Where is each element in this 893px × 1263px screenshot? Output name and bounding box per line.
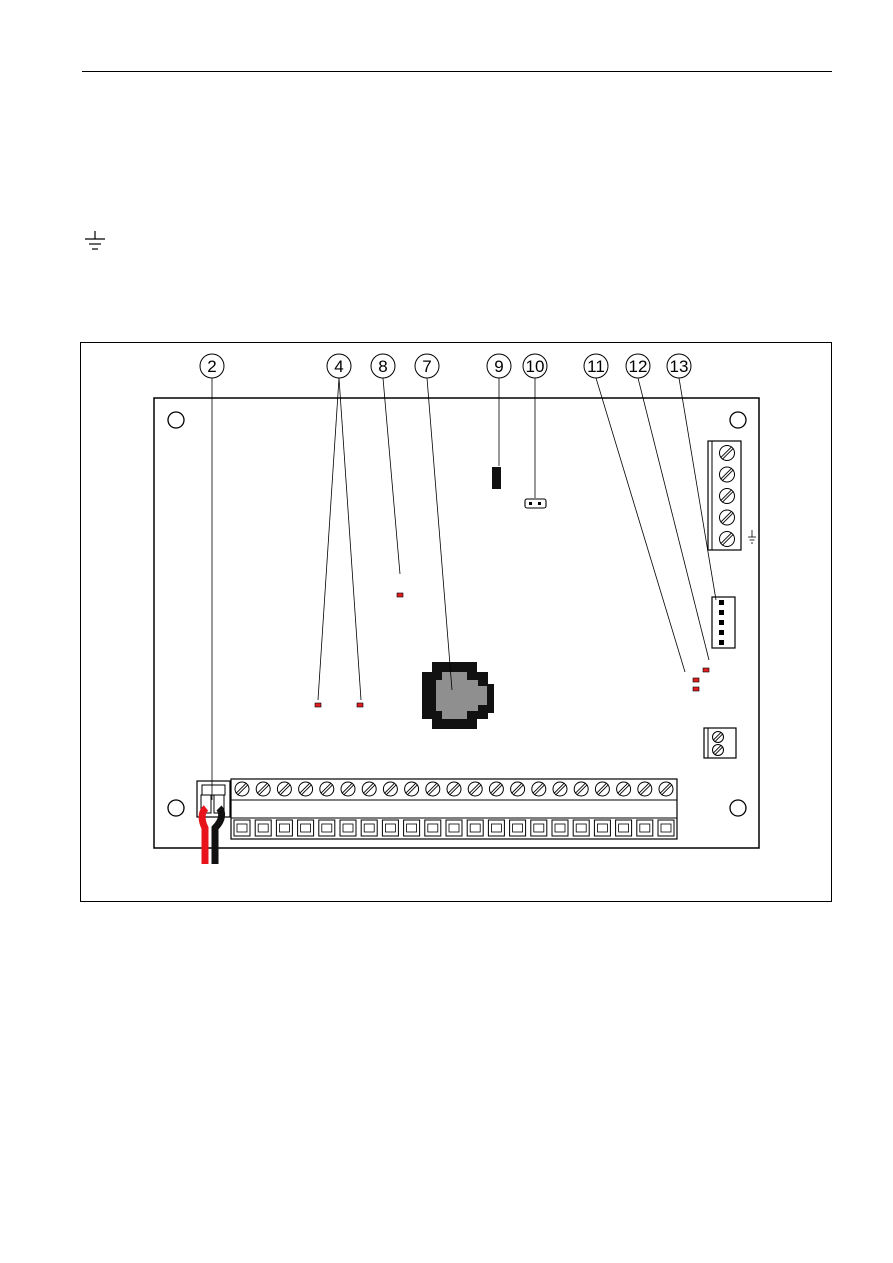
- svg-text:8: 8: [378, 357, 387, 376]
- screw-terminal-icon: [573, 781, 589, 797]
- led-indicator: [356, 702, 364, 708]
- svg-text:2: 2: [207, 357, 216, 376]
- screw-terminal-icon: [712, 731, 724, 743]
- small-terminal-block: [703, 727, 737, 759]
- svg-text:10: 10: [526, 357, 545, 376]
- mounting-hole: [167, 799, 185, 817]
- mounting-hole: [729, 411, 747, 429]
- screw-terminal-icon: [719, 509, 735, 526]
- header-rule: [82, 71, 832, 72]
- screw-terminal-icon: [719, 466, 735, 483]
- svg-text:12: 12: [629, 357, 648, 376]
- led-indicator: [314, 702, 322, 708]
- screw-terminal-icon: [594, 781, 610, 797]
- screw-terminal-icon: [719, 445, 735, 461]
- screw-terminal-icon: [467, 781, 483, 797]
- jumper: [492, 467, 501, 489]
- pcb-board: [153, 397, 760, 849]
- figure-frame: [80, 342, 832, 902]
- callout-11: 11: [583, 353, 609, 379]
- mounting-hole: [167, 411, 185, 429]
- svg-text:7: 7: [422, 357, 431, 376]
- screw-terminal-icon: [488, 781, 504, 797]
- screw-terminal-icon: [658, 781, 674, 797]
- callout-10: 10: [522, 353, 548, 379]
- screw-terminal-icon: [510, 781, 526, 797]
- screw-terminal-icon: [255, 781, 271, 797]
- led-indicator: [702, 667, 710, 673]
- callout-2: 2: [199, 353, 225, 379]
- mounting-hole: [729, 799, 747, 817]
- ground-icon: [85, 231, 105, 250]
- callout-7: 7: [414, 353, 440, 379]
- screw-terminal-icon: [719, 488, 735, 504]
- screw-terminal-icon: [340, 781, 356, 797]
- screw-terminal-icon: [361, 781, 377, 797]
- screw-terminal-icon: [298, 781, 314, 797]
- callout-9: 9: [486, 353, 512, 379]
- svg-text:4: 4: [334, 357, 343, 376]
- red-wire: [198, 805, 209, 864]
- pin-header-connector: [711, 596, 736, 649]
- callout-4: 4: [326, 353, 352, 379]
- screw-terminal-icon: [712, 744, 724, 756]
- ground-icon: [748, 530, 756, 544]
- led-indicator: [692, 677, 700, 683]
- callout-12: 12: [625, 353, 651, 379]
- screw-terminal-icon: [552, 781, 568, 797]
- svg-text:9: 9: [494, 357, 503, 376]
- side-terminal-block: [707, 440, 742, 551]
- black-wire: [211, 805, 226, 864]
- screw-terminal-icon: [425, 781, 441, 797]
- led-indicator: [692, 686, 700, 692]
- telephone-socket: [422, 662, 494, 729]
- callout-13: 13: [666, 353, 692, 379]
- led-indicator: [396, 592, 404, 598]
- two-pin-header: [524, 498, 547, 509]
- screw-terminal-icon: [276, 781, 292, 797]
- screw-terminal-icon: [719, 531, 735, 547]
- screw-terminal-icon: [404, 781, 420, 797]
- screw-terminal-icon: [531, 781, 547, 797]
- screw-terminal-icon: [446, 781, 462, 797]
- leader-lines: [211, 377, 717, 800]
- screw-terminal-icon: [616, 781, 632, 797]
- screw-terminal-icon: [637, 781, 653, 797]
- screw-terminal-icon: [382, 781, 398, 797]
- svg-text:13: 13: [670, 357, 689, 376]
- bottom-terminal-block: [230, 778, 678, 840]
- svg-text:11: 11: [587, 357, 605, 376]
- screw-terminal-icon: [234, 781, 250, 797]
- screw-terminal-icon: [319, 781, 335, 797]
- callout-8: 8: [370, 353, 396, 379]
